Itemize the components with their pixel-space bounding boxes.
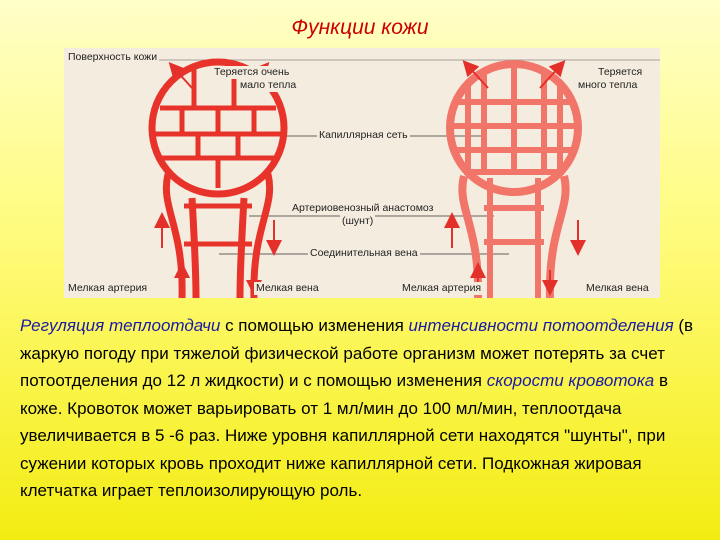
connecting-vein-label: Соединительная вена — [308, 247, 420, 260]
capillary-network-label: Капиллярная сеть — [317, 129, 410, 142]
left-capillary-network — [154, 66, 282, 247]
right-heat-loss-label-1: Теряется — [596, 66, 645, 79]
right-capillary-network — [452, 64, 576, 298]
term-heat-regulation: Регуляция теплоотдачи — [20, 316, 221, 335]
term-blood-flow-speed: скорости кровотока — [486, 371, 655, 390]
text-run-3: в коже. Кровоток может варьировать от 1 … — [20, 371, 668, 500]
small-vein-right-label: Мелкая вена — [584, 282, 651, 295]
left-heat-loss-label-1: Теряется очень — [212, 66, 292, 79]
right-heat-loss-label-2: много тепла — [576, 79, 640, 92]
small-vein-left-label: Мелкая вена — [254, 282, 321, 295]
text-run-1: с помощью изменения — [220, 316, 409, 335]
right-heat-arrow-1 — [462, 60, 489, 89]
left-heat-loss-label-2: мало тепла — [238, 79, 299, 92]
skin-surface-label: Поверхность кожи — [66, 51, 160, 64]
skin-thermoregulation-diagram: Поверхность кожи Теряется очень мало теп… — [64, 48, 660, 298]
av-anastomosis-label-2: (шунт) — [340, 215, 376, 228]
left-heat-arrow-1 — [168, 62, 193, 89]
small-artery-left-label: Мелкая артерия — [66, 282, 150, 295]
description-paragraph: Регуляция теплоотдачи с помощью изменени… — [20, 312, 710, 505]
term-sweating-intensity: интенсивности потоотделения — [408, 316, 674, 335]
right-heat-arrow-2 — [539, 60, 566, 89]
text-run-2: (в жаркую погоду при тяжелой физической … — [20, 316, 694, 390]
small-artery-right-label: Мелкая артерия — [400, 282, 484, 295]
slide-title: Функции кожи — [291, 16, 429, 39]
av-anastomosis-label-1: Артериовенозный анастомоз — [290, 202, 436, 215]
diagram-drawing — [74, 58, 660, 298]
